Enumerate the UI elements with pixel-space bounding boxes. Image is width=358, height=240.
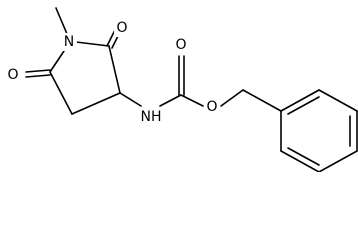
bond-ph-1-2 (280, 89, 320, 112)
atom-o-carbonyl: O (175, 37, 186, 53)
bond-methyl-n (55, 7, 68, 35)
bond-ph-inner-3 (287, 147, 320, 166)
atom-o-ester-background (204, 98, 220, 116)
bond-ph-5-6 (280, 150, 320, 172)
atom-o-ring-left-background (4, 66, 22, 84)
bond-ph-2-3 (318, 89, 358, 112)
bond-c5-o-double-a (25, 69, 51, 73)
bond-ch2-phenyl (242, 89, 282, 112)
bond-o-ch2 (220, 89, 244, 107)
bond-n-c5 (49, 50, 65, 73)
bond-c2-c3 (108, 45, 121, 94)
chemical-structure-diagram: N O O NH O O (4, 7, 358, 172)
atom-o-ring-top: O (116, 20, 127, 36)
bond-c4-c5 (49, 71, 73, 115)
atom-o-ring-left: O (7, 67, 18, 83)
atom-o-ester: O (206, 99, 217, 115)
bond-ph-inner-1 (287, 96, 320, 115)
bond-c5-o-double-b (25, 74, 51, 78)
atom-nh-background (139, 108, 163, 126)
bond-c3-c4 (71, 92, 121, 115)
bond-c3-nh (119, 92, 142, 107)
atom-n1-background (61, 33, 77, 51)
atom-o-carbonyl-background (173, 36, 189, 54)
atom-n1: N (64, 34, 74, 50)
atom-o-ring-top-background (114, 19, 130, 37)
bond-n-c2 (75, 41, 110, 47)
bond-nh-c (159, 94, 182, 107)
bond-ph-4-5 (318, 150, 358, 172)
atom-nh: NH (141, 109, 162, 125)
bond-c-o-ester (180, 94, 204, 107)
